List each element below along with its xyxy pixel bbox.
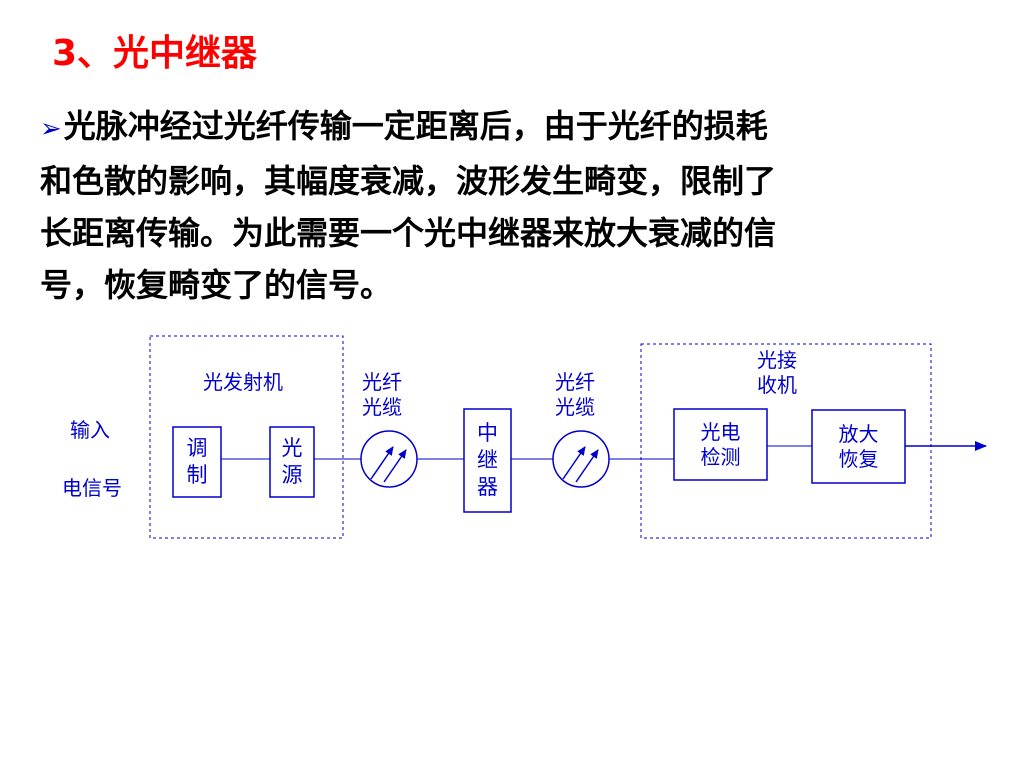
fiber2-line-2: 光缆 [555, 395, 595, 419]
receiver-label: 光接 收机 [757, 348, 797, 398]
fiber1-line-1: 光纤 [362, 370, 402, 394]
repeater-char-2: 继 [477, 448, 498, 472]
modulator-label: 调 制 [173, 435, 221, 489]
light-source-label: 光 源 [270, 435, 314, 489]
repeater-char-1: 中 [477, 421, 498, 445]
light-source-box [269, 426, 315, 498]
light-source-char-2: 源 [281, 463, 303, 487]
receiver-dashed-box [640, 343, 932, 539]
para-line-4: 号，恢复畸变了的信号。 [40, 266, 393, 304]
repeater-char-3: 器 [477, 475, 498, 499]
modulator-char-1: 调 [186, 436, 208, 460]
electric-signal-label: 电信号 [62, 476, 122, 500]
receiver-line-1: 光接 [757, 348, 797, 372]
input-label: 输入 [70, 418, 110, 442]
fiber-coupler-2-circle [552, 430, 610, 488]
amplifier-label: 放大 恢复 [812, 422, 905, 472]
repeater-label: 中 继 器 [464, 420, 511, 501]
bullet-arrow-icon: ➢ [40, 114, 62, 144]
modulator-box [172, 426, 222, 498]
photodetector-box [673, 408, 768, 481]
para-line-3: 长距离传输。为此需要一个光中继器来放大衰减的信 [40, 214, 777, 252]
light-source-char-1: 光 [281, 436, 303, 460]
amplifier-line-1: 放大 [838, 422, 879, 446]
para-line-1: 光脉冲经过光纤传输一定距离后，由于光纤的损耗 [63, 107, 768, 145]
body-paragraph: ➢光脉冲经过光纤传输一定距离后，由于光纤的损耗和色散的影响，其幅度衰减，波形发生… [40, 100, 990, 311]
transmitter-dashed-box [149, 335, 344, 539]
fiber1-label: 光纤 光缆 [362, 370, 402, 420]
photodetector-label: 光电 检测 [674, 420, 767, 470]
receiver-line-2: 收机 [757, 373, 797, 397]
coupler1-arrow-a-icon [370, 446, 394, 480]
fiber-coupler-1-circle [360, 430, 418, 488]
modulator-char-2: 制 [186, 463, 208, 487]
repeater-box [463, 408, 512, 513]
coupler1-arrow-b-icon [383, 449, 407, 483]
slide-title: 3、光中继器 [52, 33, 258, 74]
amplifier-line-2: 恢复 [838, 447, 879, 471]
photodetector-line-1: 光电 [700, 420, 741, 444]
photodetector-line-2: 检测 [700, 445, 741, 469]
coupler2-arrow-b-icon [575, 449, 599, 483]
para-line-2: 和色散的影响，其幅度衰减，波形发生畸变，限制了 [40, 162, 777, 200]
fiber2-line-1: 光纤 [555, 370, 595, 394]
fiber1-line-2: 光缆 [362, 395, 402, 419]
fiber2-label: 光纤 光缆 [555, 370, 595, 420]
transmitter-label: 光发射机 [203, 370, 283, 394]
coupler2-arrow-a-icon [562, 446, 586, 480]
